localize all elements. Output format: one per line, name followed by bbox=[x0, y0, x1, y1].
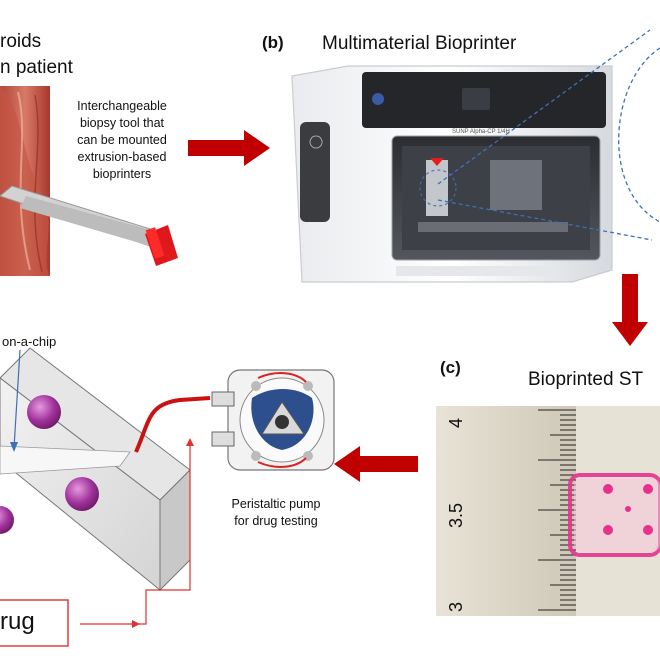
chip-pointer bbox=[13, 349, 21, 449]
panel-a-title-line1: roids bbox=[0, 31, 42, 52]
drug-label: rug bbox=[0, 608, 35, 635]
note-line: can be mounted bbox=[77, 133, 167, 147]
ruler-label-3-5: 3.5 bbox=[446, 502, 466, 528]
zoom-guide-lines bbox=[419, 29, 660, 241]
biopsy-tool-image bbox=[0, 185, 178, 266]
panel-a-title-line2: n patient bbox=[0, 57, 73, 78]
panel-b-label: (b) bbox=[262, 33, 284, 52]
pump-note-line: for drug testing bbox=[234, 514, 318, 528]
organ-chip-image bbox=[0, 347, 191, 592]
note-line: bioprinters bbox=[92, 167, 152, 181]
arrow-down-to-construct bbox=[612, 274, 648, 346]
tissue-image bbox=[0, 86, 50, 276]
chip-label: on-a-chip bbox=[2, 334, 57, 349]
panel-c-title: Bioprinted ST bbox=[528, 369, 644, 390]
arrow-to-pump bbox=[334, 446, 418, 482]
note-line: Interchangeable bbox=[77, 99, 167, 113]
drug-box bbox=[0, 599, 69, 647]
pump-image bbox=[211, 369, 335, 471]
tubing bbox=[134, 396, 211, 453]
construct-photo bbox=[436, 406, 660, 616]
biopsy-tool-note: Interchangeable biopsy tool that can be … bbox=[56, 98, 188, 183]
arrow-to-printer bbox=[188, 130, 270, 166]
pump-note: Peristaltic pump for drug testing bbox=[214, 496, 338, 530]
drug-feed-line bbox=[80, 438, 194, 628]
printer-brand-text: SUNP Alpha-CP 1/4H bbox=[452, 129, 510, 135]
pump-note-line: Peristaltic pump bbox=[231, 497, 321, 511]
ruler-label-4: 4 bbox=[446, 417, 466, 428]
panel-b-title: Multimaterial Bioprinter bbox=[322, 33, 517, 54]
note-line: biopsy tool that bbox=[79, 116, 165, 130]
panel-c-label: (c) bbox=[440, 358, 461, 377]
ruler-label-3: 3 bbox=[446, 601, 466, 612]
note-line: extrusion-based bbox=[77, 150, 167, 164]
